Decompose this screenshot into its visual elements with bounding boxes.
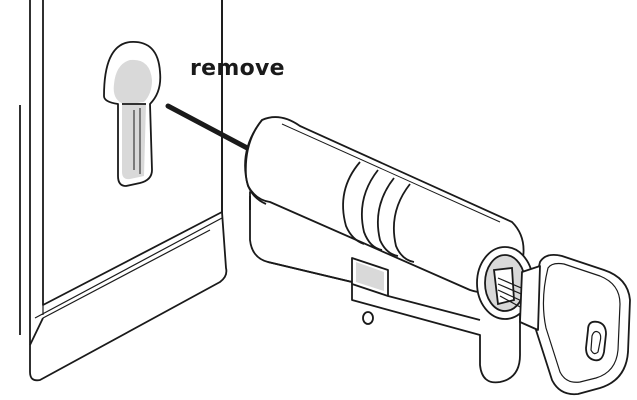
- lock-cylinder: [244, 116, 525, 384]
- keyhole-opening: [103, 41, 162, 187]
- key-icon: [519, 253, 631, 396]
- remove-instruction-label: remove: [190, 56, 285, 81]
- cylinder-keyway-face: [476, 246, 534, 320]
- door-panel: [19, 0, 228, 382]
